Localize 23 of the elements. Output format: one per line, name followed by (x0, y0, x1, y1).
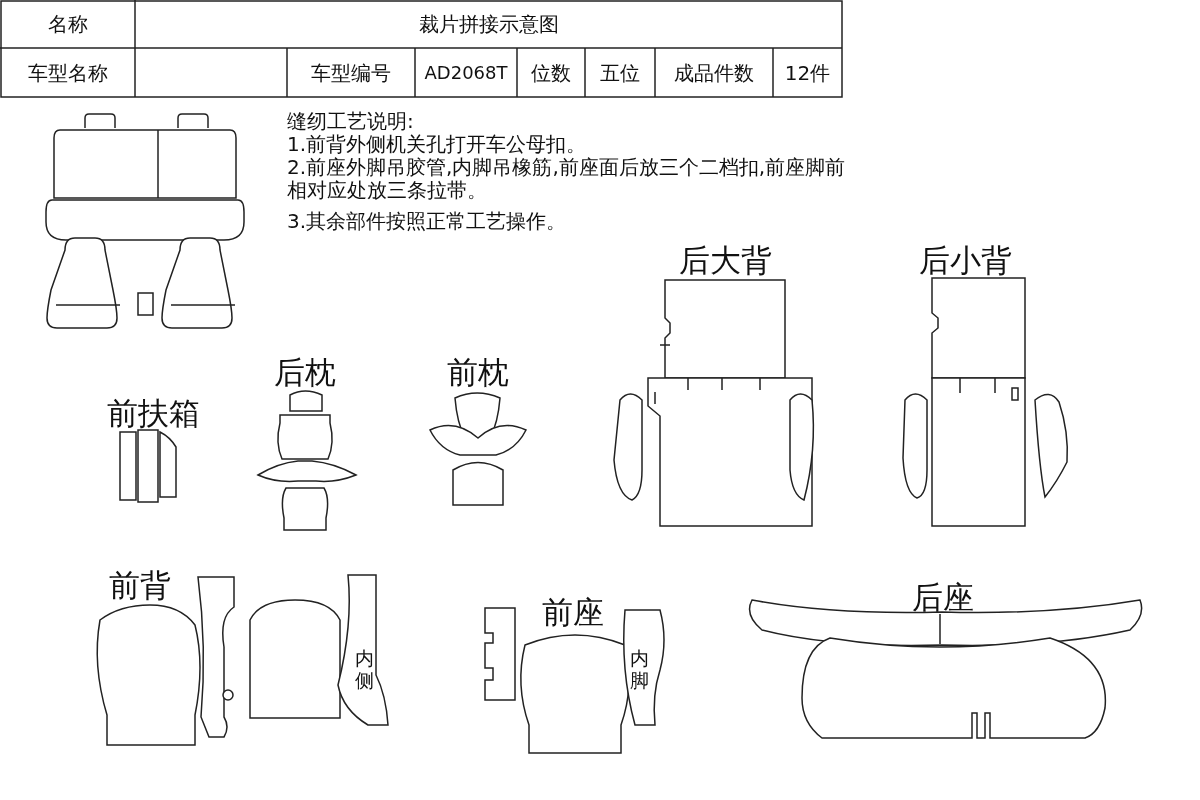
part-title: 前扶箱 (105, 393, 201, 433)
annotation-text: 内侧 (355, 648, 374, 692)
note-text: 3.其余部件按照正常工艺操作。 (287, 210, 568, 233)
table-title: 裁片拼接示意图 (417, 11, 560, 38)
part-title: 后枕 (273, 352, 337, 392)
table-header: 车型名称 (26, 59, 109, 87)
part-title: 后大背 (677, 240, 773, 280)
part-title: 前座 (540, 592, 605, 632)
table-header: 成品件数 (673, 59, 755, 87)
part-title: 前背 (108, 565, 172, 605)
table-header: 位数 (530, 59, 572, 87)
part-title: 后座 (911, 577, 975, 617)
table-value: AD2068T (423, 60, 509, 85)
annotation-text: 内脚 (630, 648, 649, 692)
table-header: 车型编号 (310, 59, 392, 87)
note-heading: 缝纫工艺说明: (287, 110, 415, 133)
part-title: 前枕 (445, 352, 510, 392)
table-header: 名称 (46, 11, 89, 38)
note-text: 2.前座外脚吊胶管,内脚吊橡筋,前座面后放三个二档扣,前座脚前相对应处放三条拉带。 (287, 156, 847, 202)
note-text: 1.前背外侧机关孔打开车公母扣。 (287, 133, 588, 156)
table-value: 五位 (599, 59, 641, 87)
table-value: 12件 (783, 59, 832, 87)
part-title: 后小背 (917, 240, 1013, 280)
